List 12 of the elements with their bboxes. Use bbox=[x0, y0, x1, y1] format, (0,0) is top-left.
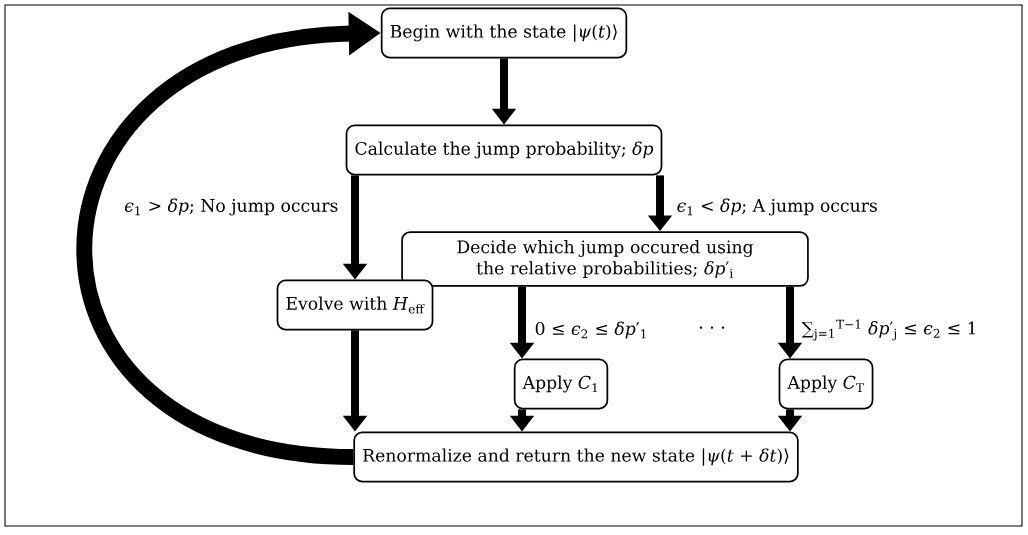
process-box: Decide which jump occured using the relative probabilities; δp′$_{i}$ bbox=[401, 231, 809, 287]
process-box: Begin with the state |ψ(t)⟩ bbox=[380, 7, 628, 59]
process-box: Apply C$_{T}$ bbox=[778, 358, 874, 410]
edge-label: ∑$_{j=1}$$^{T−1}$ δp′$_{j}$ ≤ ϵ$_{2}$ ≤ 1 bbox=[800, 318, 979, 342]
process-box: Calculate the jump probability; δp bbox=[345, 124, 663, 176]
process-box: Renormalize and return the new state |ψ(t + δt)⟩ bbox=[353, 431, 799, 483]
edge-label: 0 ≤ ϵ$_{2}$ ≤ δp′$_{1}$ bbox=[533, 320, 650, 340]
process-box: Apply C$_{1}$ bbox=[513, 358, 609, 410]
ellipsis-label: · · · bbox=[699, 326, 725, 329]
process-box: Evolve with H$_{eff}$ bbox=[276, 279, 434, 331]
edge-label: ϵ$_{1}$ < δp; A jump occurs bbox=[675, 197, 880, 217]
edge-label: ϵ$_{1}$ > δp; No jump occurs bbox=[122, 197, 340, 217]
